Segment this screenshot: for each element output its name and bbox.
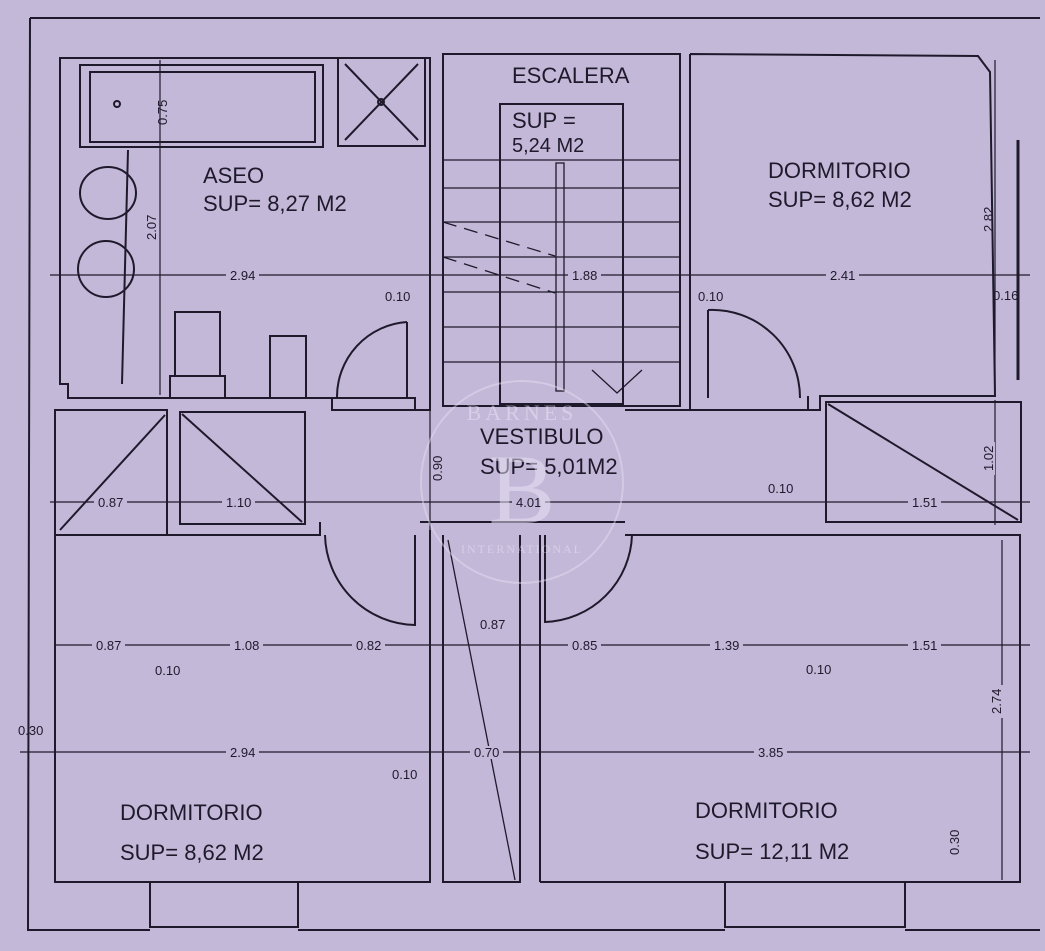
dim-dorm-se-height: 2.74: [989, 684, 1004, 718]
dim-outer-wall-w: 0.30: [18, 723, 44, 738]
dim-dorm-se-width: 3.85: [754, 746, 788, 759]
dim-dorm-ne-wall: 0.10: [698, 289, 724, 304]
watermark-bottom-text: INTERNATIONAL: [461, 542, 583, 556]
room-area-dormitorio-se: SUP= 12,11 M2: [695, 839, 850, 864]
stair-outer: [442, 53, 681, 407]
dim-dorm-ne-height: 2.82: [981, 206, 996, 232]
dim-se-seg1: 0.85: [568, 639, 602, 652]
dim-dorm-ne-side: 0.16: [993, 288, 1019, 303]
toilet: [174, 311, 221, 377]
room-area-dormitorio-ne: SUP= 8,62 M2: [768, 187, 912, 212]
barnes-watermark: BARNES B INTERNATIONAL: [420, 380, 624, 584]
dim-sw-seg1: 0.87: [92, 639, 126, 652]
dorm-ne-walls: [689, 53, 997, 411]
room-area-aseo: SUP= 8,27 M2: [203, 191, 347, 216]
dim-se-wall: 0.10: [806, 662, 832, 677]
bidet: [269, 335, 307, 399]
closet-w-2: [179, 411, 306, 525]
dim-closet-a: 0.87: [94, 496, 128, 509]
dim-aseo-wall: 0.10: [385, 289, 411, 304]
dim-closet-ne-height: 1.02: [981, 441, 996, 475]
door-aseo: [335, 321, 408, 399]
window-bay-se: [724, 881, 906, 928]
dim-closet-ne-width: 1.51: [908, 496, 942, 509]
door-dorm-sw: [324, 534, 416, 627]
watermark-top-text: BARNES: [466, 400, 578, 425]
room-name-aseo: ASEO: [203, 163, 265, 188]
dim-sw-wall: 0.10: [155, 663, 181, 678]
bathtub: [79, 64, 324, 148]
dim-closet-ne-wall: 0.10: [768, 481, 794, 496]
room-name-dormitorio-se: DORMITORIO: [695, 798, 838, 823]
closet-w-1: [54, 409, 168, 536]
watermark-letter: B: [488, 434, 556, 545]
bathtub-inner: [89, 71, 316, 143]
dim-sw-seg3: 0.82: [352, 639, 386, 652]
room-name-dormitorio-ne: DORMITORIO: [768, 158, 911, 183]
door-dorm-ne: [707, 308, 802, 399]
dim-aseo-width: 2.94: [226, 269, 260, 282]
dim-aseo-bath-depth: 0.75: [155, 99, 170, 125]
sink-2: [77, 240, 135, 298]
outer-wall: [26, 17, 1040, 931]
dim-dorm-sw-wall: 0.10: [392, 767, 418, 782]
sink-1: [79, 166, 137, 220]
room-name-dormitorio-sw: DORMITORIO: [120, 800, 263, 825]
room-area-escalera-2: 5,24 M2: [512, 135, 585, 157]
window-bay-sw: [149, 881, 299, 928]
shower-cross: [344, 63, 419, 141]
dim-outer-wall-se: 0.30: [947, 829, 962, 855]
room-area-escalera-1: SUP =: [512, 108, 576, 133]
dim-closet-b: 1.10: [222, 496, 256, 509]
aseo-walls: [59, 57, 431, 411]
dim-center-door: 0.87: [480, 617, 506, 632]
room-area-dormitorio-sw: SUP= 8,62 M2: [120, 840, 264, 865]
room-name-escalera: ESCALERA: [512, 63, 630, 88]
dim-passage: 0.70: [470, 746, 504, 759]
door-dorm-se: [544, 534, 633, 624]
dim-stair-width: 1.88: [568, 269, 602, 282]
dim-aseo-height: 2.07: [144, 214, 159, 240]
dim-se-seg3: 1.51: [908, 639, 942, 652]
dim-sw-seg2: 1.08: [230, 639, 264, 652]
dim-se-seg2: 1.39: [710, 639, 744, 652]
dim-dorm-ne-width: 2.41: [826, 269, 860, 282]
dim-dorm-sw-width: 2.94: [226, 746, 260, 759]
bath-drain: [113, 100, 121, 108]
closet-ne: [825, 401, 1022, 523]
shower-tray: [337, 57, 426, 147]
